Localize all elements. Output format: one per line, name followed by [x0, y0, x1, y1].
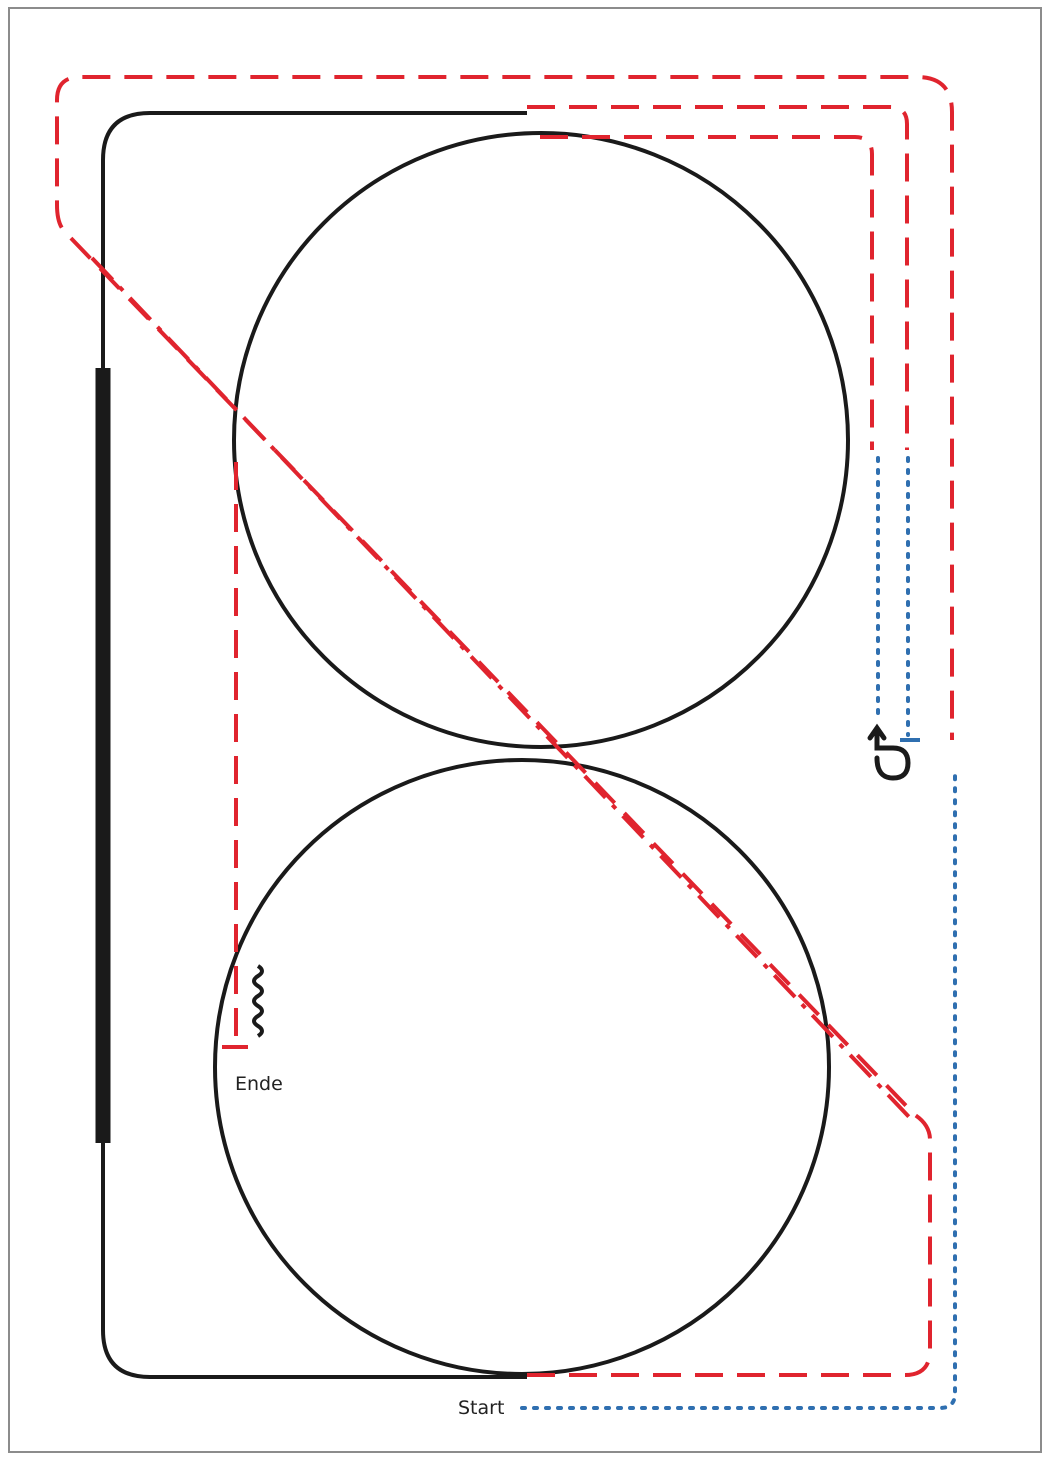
approach-start-line: [520, 773, 957, 1410]
page-border: [8, 7, 1042, 1453]
route-middle-loop: [527, 105, 909, 450]
route-inner-loop: [540, 135, 874, 450]
wavy-end-mark-icon: [252, 964, 264, 1038]
turnaround-arrow-icon: [867, 723, 911, 781]
route-diagonal: [90, 256, 914, 1122]
end-label: Ende: [235, 1073, 283, 1095]
upper-circle: [232, 131, 850, 749]
route-outer-loop: [55, 75, 954, 1377]
start-label: Start: [458, 1397, 504, 1419]
outer-track: [101, 111, 527, 1379]
lower-circle: [213, 758, 831, 1376]
